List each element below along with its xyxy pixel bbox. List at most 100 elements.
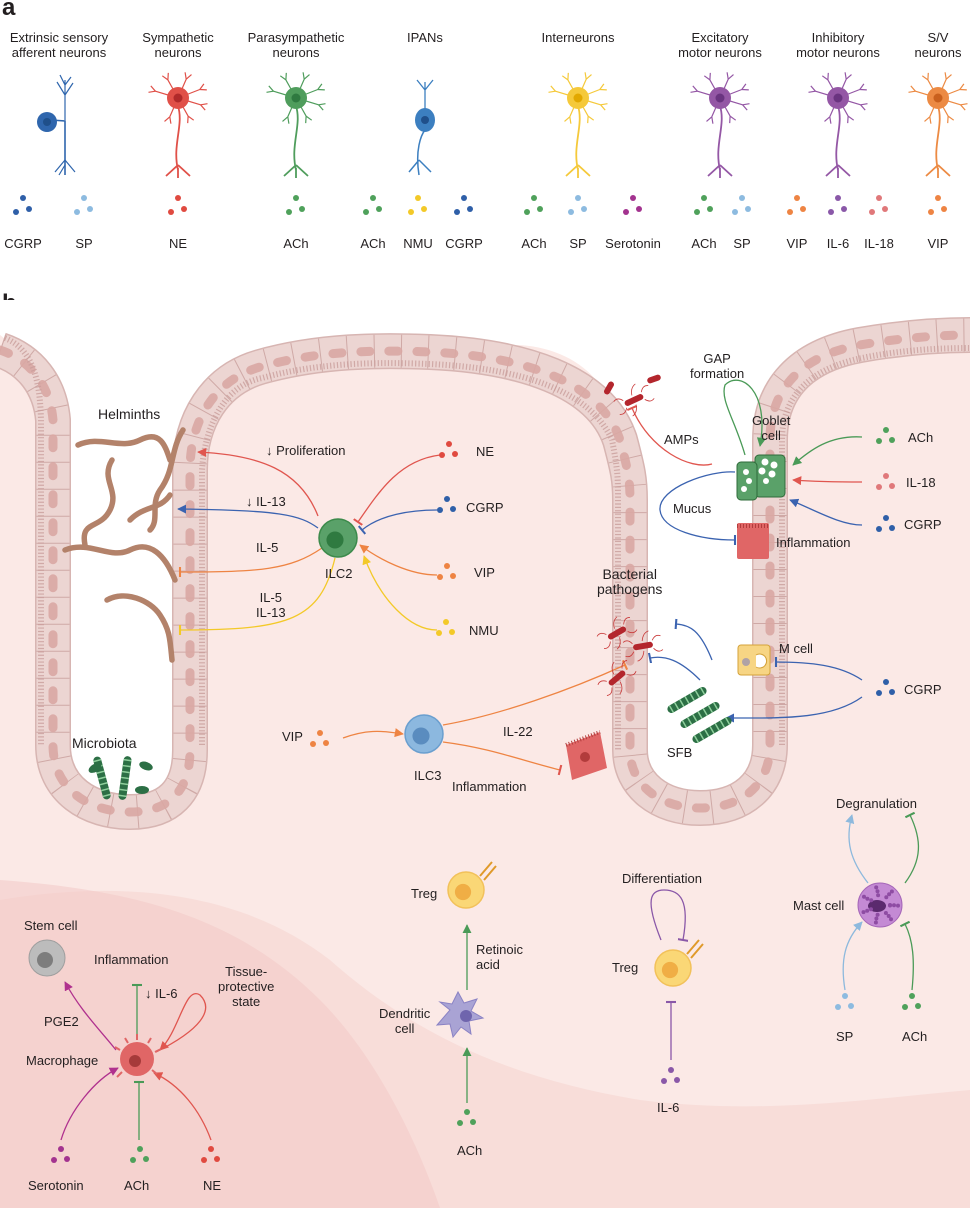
differentiation-inhibit: [650, 889, 689, 942]
ach-mast-dots: [902, 993, 921, 1010]
transmitter-label: Serotonin: [605, 236, 661, 251]
retinoic-acid-label: Retinoic acid: [476, 942, 523, 972]
transmitter-dots: [732, 195, 751, 215]
transmitter-dots: [828, 195, 847, 215]
transmitter-dots: [408, 195, 427, 215]
sfb-bacteria: [667, 687, 732, 743]
treg-dc-label: Treg: [411, 886, 438, 901]
serotonin-mac-dots: [51, 1146, 70, 1163]
ilc2-label: ILC2: [325, 566, 353, 581]
il13-arrow: [177, 504, 319, 529]
inflammation-mac-label: Inflammation: [94, 952, 169, 967]
sp-mast-dots: [835, 993, 854, 1010]
ach-dc-dots: [457, 1109, 476, 1126]
serotonin-mac-label: Serotonin: [28, 1178, 84, 1193]
transmitter-label: NMU: [403, 236, 433, 251]
goblet-cells: [736, 454, 786, 501]
transmitter-dots: [168, 195, 187, 215]
cgrp-goblet-arrow: [789, 498, 863, 526]
il5-il13-inhibit: [178, 557, 336, 636]
sfb-label: SFB: [667, 745, 693, 760]
cgrp-mcell-inhibit: [774, 656, 863, 681]
proliferation-label: ↓ Proliferation: [266, 443, 346, 458]
il18-goblet-label: IL-18: [906, 475, 936, 490]
inflamed-epithelial-cell-crypt: [565, 730, 607, 780]
neuron-type-title: Excitatory motor neurons: [678, 30, 762, 60]
stem-cell-label: Stem cell: [24, 918, 78, 933]
cgrp-mcell-label: CGRP: [904, 682, 942, 697]
cgrp-goblet-label: CGRP: [904, 517, 942, 532]
crypt-zone: [0, 880, 440, 1208]
ach-mast-inhibit: [899, 920, 914, 991]
panel-a-label: a: [2, 0, 16, 21]
ach-mast-label: ACh: [902, 1029, 928, 1044]
stem-cell: [28, 939, 66, 977]
transmitter-label: IL-18: [864, 236, 894, 251]
dendritic-cell: [435, 990, 485, 1039]
transmitter-label: VIP: [927, 236, 949, 251]
vip-ilc3-dots: [310, 730, 329, 747]
il13-down-label: ↓ IL-13: [246, 494, 286, 509]
transmitter-dots: [363, 195, 382, 215]
transmitter-label: ACh: [521, 236, 547, 251]
ne-dots: [439, 441, 458, 458]
gap-formation-arrow: [723, 379, 766, 456]
epithelium: [0, 317, 970, 830]
neuron-illustrations: [13, 72, 968, 215]
neuron-icon: [266, 72, 326, 178]
cgrp-ilc2-label: CGRP: [466, 500, 504, 515]
inflammation-goblet-label: Inflammation: [776, 535, 851, 550]
vip-dots: [437, 563, 456, 580]
neuron-type-title: Parasympathetic neurons: [247, 30, 345, 60]
sp-mast-arrow: [842, 921, 863, 991]
treg-cell-retinoic: [447, 861, 497, 909]
ach-goblet-arrow: [792, 436, 863, 466]
mast-degranulation-arrow: [845, 814, 869, 884]
transmitter-dots: [869, 195, 888, 215]
cgrp-dots: [437, 496, 456, 513]
mast-cell-label: Mast cell: [793, 898, 845, 913]
transmitter-dots: [13, 195, 32, 215]
dendritic-cell-label: Dendritic cell: [379, 1006, 431, 1036]
il22-label: IL-22: [503, 724, 533, 739]
transmitter-label: ACh: [360, 236, 386, 251]
transmitter-dots: [787, 195, 806, 215]
neuron-type-title: IPANs: [407, 30, 443, 45]
neuron-type-title: Extrinsic sensory afferent neurons: [9, 30, 109, 60]
mcell-pathogen-inhibit: [674, 618, 713, 661]
transmitter-dots: [454, 195, 473, 215]
neuron-type-title: Inhibitory motor neurons: [796, 30, 880, 60]
transmitter-label: CGRP: [4, 236, 42, 251]
neuron-type-title: Sympathetic neurons: [142, 30, 214, 60]
transmitter-dots: [524, 195, 543, 215]
nmu-dots: [436, 619, 455, 636]
mucus-inhibit: [659, 471, 737, 546]
mucus-label: Mucus: [673, 501, 712, 516]
neuron-icon: [148, 72, 208, 178]
nmu-ilc2-label: NMU: [469, 623, 499, 638]
neuron-icon: [808, 72, 868, 178]
il6-treg-label: IL-6: [657, 1100, 680, 1115]
ilc3-cell: [404, 714, 444, 754]
serotonin-mac-arrow: [60, 1067, 119, 1141]
cells: [28, 374, 903, 1078]
neuron-icon: [408, 79, 435, 176]
ne-mac-dots: [201, 1146, 220, 1163]
transmitter-dots: [694, 195, 713, 215]
ne-ilc2-label: NE: [476, 444, 495, 459]
inflammation-ilc3-label: Inflammation: [452, 779, 527, 794]
il6-down-label: ↓ IL-6: [145, 986, 178, 1001]
cgrp-sfb-arrow: [725, 696, 863, 723]
il18-goblet-dots: [876, 473, 895, 490]
il6-treg-dots: [661, 1067, 680, 1084]
ach-dc-label: ACh: [457, 1143, 483, 1158]
bacterial-pathogens-label: Bacterial pathogens: [597, 566, 663, 597]
transmitter-label: NE: [168, 236, 188, 251]
pge2-arrow: [64, 981, 117, 1051]
ilc3-inflammation-inhibit: [442, 741, 563, 776]
ne-mac-label: NE: [203, 1178, 222, 1193]
neuron-icon: [37, 74, 76, 176]
tissue-protective-arrow: [155, 992, 207, 1053]
neuron-icon: [690, 72, 750, 178]
